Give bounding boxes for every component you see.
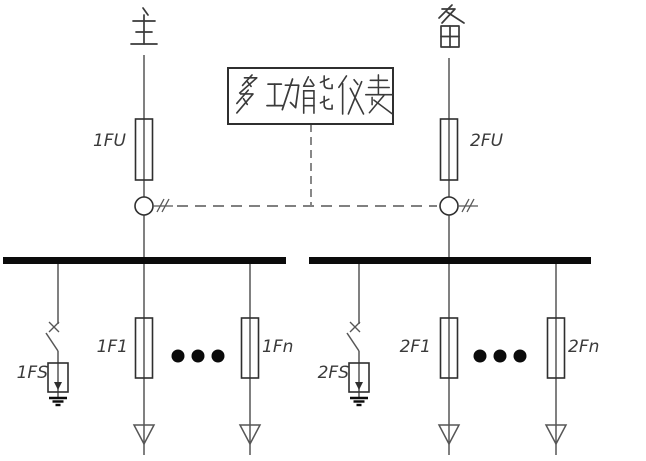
feeder-branch-2fn (544, 264, 568, 455)
char-duo (236, 74, 258, 114)
source-label-backup (438, 4, 465, 48)
meter-box-label (236, 74, 393, 115)
arrester-arrowhead (355, 382, 363, 390)
fuse-1fn-symbol (240, 317, 260, 379)
arrester-symbol-1fs (47, 362, 69, 393)
disconnect-switch-icon (346, 321, 361, 352)
busbar-right (309, 257, 591, 264)
meter-tap-backup-icon (439, 196, 459, 216)
char-gong (266, 78, 300, 111)
multifunction-meter-box (227, 67, 394, 125)
label-fuse-1fu: 1FU (92, 131, 126, 151)
arrester-branch-2fs (346, 264, 370, 407)
wire-count-tick-main (153, 198, 173, 213)
ground-icon (350, 396, 368, 407)
char-yi (338, 75, 365, 115)
label-fuse-2fu: 2FU (470, 131, 504, 151)
label-feeder-2f1: 2F1 (399, 337, 431, 357)
ellipsis-dots-left (171, 349, 225, 363)
load-arrow (437, 424, 461, 446)
arrester-symbol-2fs (348, 362, 370, 393)
label-feeder-1fn: 1Fn (262, 337, 294, 357)
busbar-left (3, 257, 286, 264)
label-arrester-1fs: 1FS (16, 363, 48, 383)
backup-feeder (439, 58, 478, 257)
fuse-2fn-symbol (546, 317, 566, 379)
label-feeder-1f1: 1F1 (96, 337, 128, 357)
load-arrow (238, 424, 262, 446)
ground-icon (49, 396, 67, 407)
ellipsis-dots-right (473, 349, 527, 363)
fuse-2fu-symbol (439, 118, 459, 181)
fuse-2f1-symbol (439, 317, 459, 379)
feeder-branch-1fn (238, 264, 262, 455)
source-label-main (130, 7, 158, 45)
arrester-arrowhead (54, 382, 62, 390)
wire-count-tick-backup (458, 198, 478, 213)
arrester-branch-1fs (45, 264, 69, 407)
feeder-branch-2f1 (437, 264, 461, 455)
main-feeder (134, 55, 173, 257)
label-feeder-2fn: 2Fn (568, 337, 600, 357)
meter-tap-main-icon (134, 196, 154, 216)
feeder-branch-1f1 (132, 264, 156, 455)
load-arrow (132, 424, 156, 446)
load-arrow (544, 424, 568, 446)
fuse-1f1-symbol (134, 317, 154, 379)
char-neng (302, 75, 333, 114)
char-biao (365, 74, 393, 115)
disconnect-switch-icon (45, 321, 60, 352)
fuse-1fu-symbol (134, 118, 154, 181)
label-arrester-2fs: 2FS (317, 363, 349, 383)
